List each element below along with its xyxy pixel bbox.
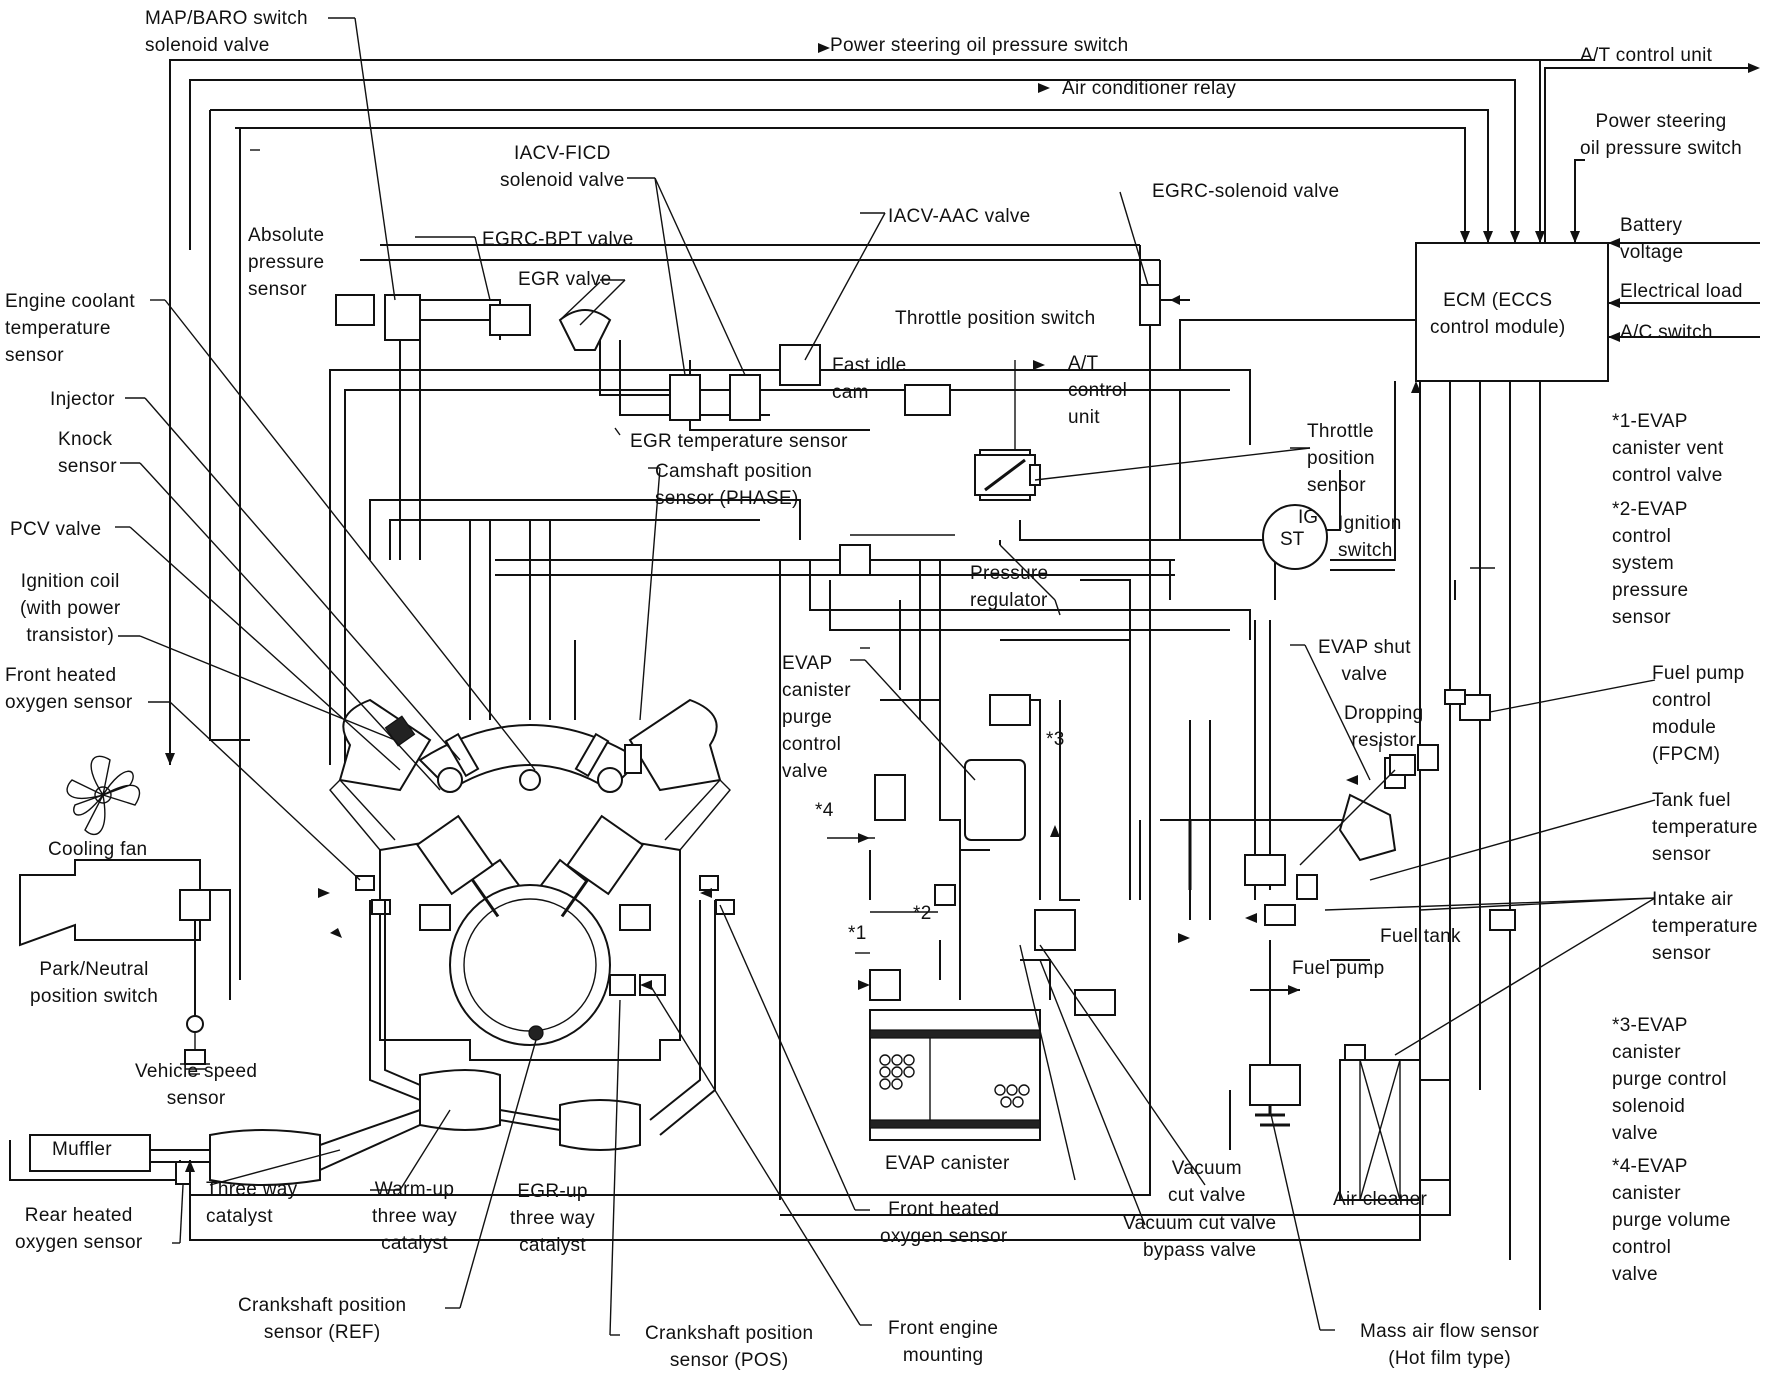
label-electrical-load: Electrical load: [1620, 281, 1743, 302]
label-intake-air-temp: Intake air temperature sensor: [1652, 889, 1758, 964]
label-camshaft-position: Camshaft position sensor (PHASE): [655, 461, 813, 509]
label-note-1: *1-EVAP canister vent control valve: [1612, 411, 1724, 486]
label-at-control-top: A/T control unit: [1580, 45, 1713, 66]
label-engine-coolant: Engine coolant temperature sensor: [5, 291, 135, 366]
label-map-baro-solenoid: MAP/BARO switch solenoid valve: [145, 8, 308, 56]
label-absolute-pressure: Absolute pressure sensor: [248, 225, 325, 300]
top-components: [335, 284, 1516, 1016]
throttle-body-symbol: [974, 454, 1041, 496]
label-note-3: *3-EVAP canister purge control solenoid …: [1612, 1015, 1727, 1144]
harness-lines: [169, 59, 1760, 1310]
label-knock-sensor: Knock sensor: [58, 429, 117, 477]
label-iacv-aac: IACV-AAC valve: [888, 206, 1031, 227]
fuel-tank-symbol: [1188, 580, 1491, 900]
label-pressure-regulator: Pressure regulator: [970, 563, 1049, 611]
label-injector: Injector: [50, 389, 115, 410]
label-tank-fuel-temp: Tank fuel temperature sensor: [1652, 790, 1758, 865]
label-star1: *1: [848, 923, 867, 944]
label-ac-relay: Air conditioner relay: [1062, 78, 1237, 99]
label-note-2: *2-EVAP control system pressure sensor: [1612, 499, 1689, 628]
label-fast-idle-cam: Fast idle cam: [832, 355, 907, 403]
label-vacuum-cut: Vacuum cut valve: [1168, 1158, 1246, 1206]
label-rear-o2: Rear heated oxygen sensor: [15, 1205, 143, 1253]
engine-block: [329, 698, 735, 1061]
label-maf: Mass air flow sensor (Hot film type): [1360, 1321, 1540, 1369]
label-egrc-solenoid: EGRC-solenoid valve: [1152, 181, 1340, 202]
air-cleaner-symbol: [1249, 1044, 1451, 1201]
label-power-steering-top: Power steering oil pressure switch: [830, 35, 1129, 56]
label-three-way-catalyst: Three way catalyst: [206, 1179, 298, 1227]
label-warmup-right: EGR-up three way catalyst: [510, 1181, 596, 1256]
label-iacv-ficd: IACV-FICD solenoid valve: [500, 143, 625, 191]
label-fuel-pump: Fuel pump: [1292, 958, 1385, 979]
ign-st-text: ST: [1280, 529, 1305, 550]
label-vehicle-speed: Vehicle speed sensor: [135, 1061, 258, 1109]
label-star2: *2: [913, 903, 932, 924]
arrowheads: [165, 43, 1760, 1172]
transmission-symbol: [19, 859, 231, 1075]
ecm-box: [1415, 242, 1609, 382]
label-evap-shut: EVAP shut valve: [1318, 637, 1411, 685]
ignition-switch-symbol: ST IG: [1262, 504, 1328, 570]
label-air-cleaner: Air cleaner: [1333, 1189, 1428, 1210]
label-pcv-valve: PCV valve: [10, 519, 102, 540]
label-fpcm: Fuel pump control module (FPCM): [1652, 663, 1745, 765]
label-crank-ref: Crankshaft position sensor (REF): [238, 1295, 407, 1343]
cooling-fan-symbol: [66, 755, 141, 835]
label-ignition-switch: Ignition switch: [1338, 513, 1402, 561]
label-star3: *3: [1046, 729, 1065, 750]
leader-lines: [115, 17, 1656, 1336]
label-crank-pos: Crankshaft position sensor (POS): [645, 1323, 814, 1371]
label-throttle-position-switch: Throttle position switch: [895, 308, 1096, 329]
label-battery-voltage: Battery voltage: [1620, 215, 1684, 263]
label-park-neutral: Park/Neutral position switch: [30, 959, 159, 1007]
label-egrc-bpt: EGRC-BPT valve: [482, 229, 634, 250]
label-ecm: ECM (ECCS control module): [1430, 290, 1566, 338]
label-ignition-coil: Ignition coil (with power transistor): [20, 571, 121, 646]
label-egr-valve: EGR valve: [518, 269, 612, 290]
label-power-steering-right: Power steering oil pressure switch: [1580, 111, 1742, 159]
label-warmup-left: Warm-up three way catalyst: [372, 1179, 458, 1254]
evap-canister-symbol: [869, 1009, 1041, 1141]
label-throttle-position-sensor: Throttle position sensor: [1307, 421, 1375, 496]
label-front-o2-left: Front heated oxygen sensor: [5, 665, 133, 713]
label-evap-purge: EVAP canister purge control valve: [782, 653, 851, 782]
label-at-control-mid: A/T control unit: [1068, 353, 1128, 428]
label-star4: *4: [815, 800, 834, 821]
ign-ig-text: IG: [1298, 507, 1318, 528]
exhaust-system: [9, 900, 716, 1186]
label-vacuum-bypass: Vacuum cut valve bypass valve: [1123, 1213, 1277, 1261]
label-muffler: Muffler: [52, 1139, 112, 1160]
label-evap-canister: EVAP canister: [885, 1153, 1010, 1174]
label-ac-switch: A/C switch: [1620, 322, 1713, 343]
label-fuel-tank: Fuel tank: [1380, 926, 1461, 947]
label-cooling-fan: Cooling fan: [48, 839, 148, 860]
label-egr-temperature: EGR temperature sensor: [630, 431, 848, 452]
label-dropping-resistor: Dropping resistor: [1344, 703, 1424, 751]
label-front-o2-right: Front heated oxygen sensor: [880, 1199, 1008, 1247]
label-front-engine-mounting: Front engine mounting: [888, 1318, 999, 1366]
label-note-4: *4-EVAP canister purge volume control va…: [1612, 1156, 1731, 1285]
